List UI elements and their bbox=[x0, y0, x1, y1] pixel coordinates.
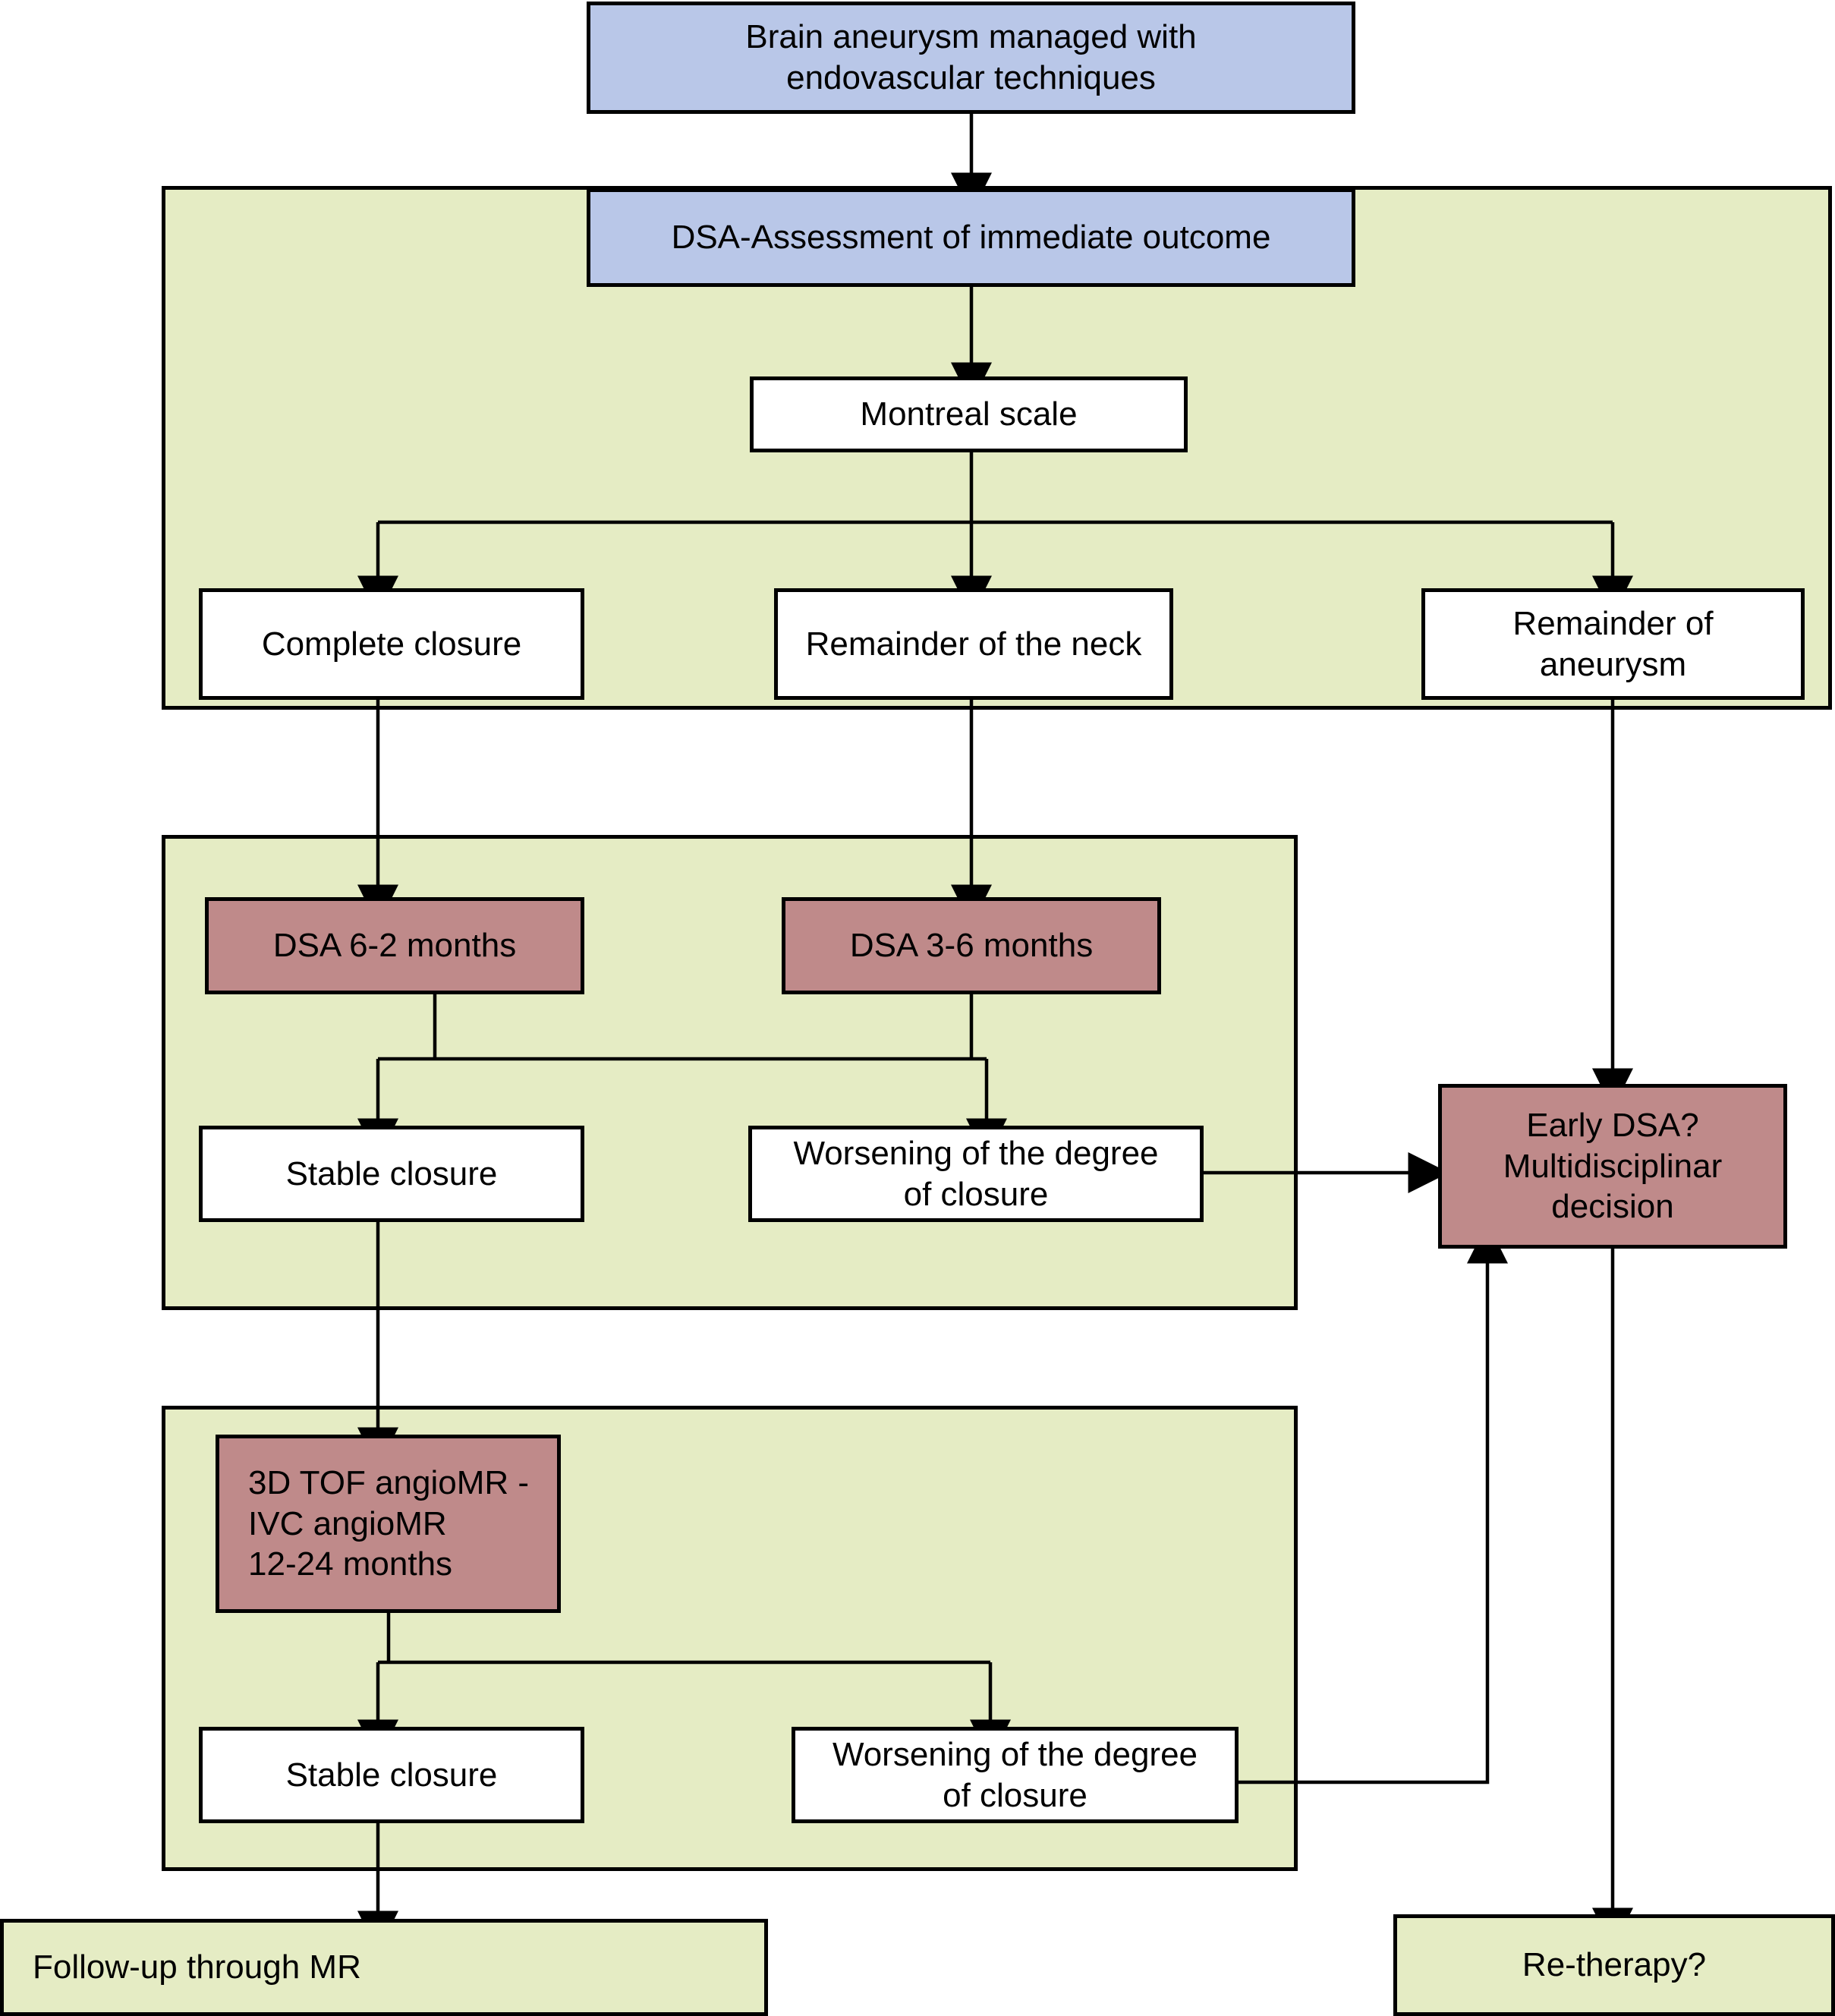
node-early-dsa-label: Early DSA? Multidisciplinar decision bbox=[1503, 1106, 1723, 1226]
node-dsa-6-2-months[interactable]: DSA 6-2 months bbox=[205, 897, 584, 994]
node-retherapy[interactable]: Re-therapy? bbox=[1393, 1914, 1835, 2016]
node-stable-closure-1-label: Stable closure bbox=[285, 1154, 498, 1192]
node-complete-closure[interactable]: Complete closure bbox=[199, 588, 584, 700]
node-worsening-2-label: Worsening of the degree of closure bbox=[832, 1735, 1198, 1814]
node-worsening-1-label: Worsening of the degree of closure bbox=[793, 1134, 1159, 1213]
node-dsa-assessment-label: DSA-Assessment of immediate outcome bbox=[671, 219, 1271, 257]
node-stable-closure-2-label: Stable closure bbox=[285, 1756, 498, 1794]
node-stable-closure-1[interactable]: Stable closure bbox=[199, 1126, 584, 1222]
node-retherapy-label: Re-therapy? bbox=[1522, 1946, 1707, 1984]
node-complete-closure-label: Complete closure bbox=[261, 625, 522, 663]
node-dsa-6-2-months-label: DSA 6-2 months bbox=[272, 927, 517, 965]
node-remainder-aneurysm-label: Remainder of aneurysm bbox=[1512, 604, 1714, 683]
node-start-label: Brain aneurysm managed with endovascular… bbox=[745, 18, 1197, 96]
node-remainder-neck[interactable]: Remainder of the neck bbox=[774, 588, 1173, 700]
node-dsa-3-6-months[interactable]: DSA 3-6 months bbox=[782, 897, 1161, 994]
node-remainder-aneurysm[interactable]: Remainder of aneurysm bbox=[1421, 588, 1805, 700]
node-worsening-2[interactable]: Worsening of the degree of closure bbox=[792, 1727, 1239, 1823]
node-dsa-3-6-months-label: DSA 3-6 months bbox=[849, 927, 1094, 965]
node-stable-closure-2[interactable]: Stable closure bbox=[199, 1727, 584, 1823]
node-montreal-scale[interactable]: Montreal scale bbox=[750, 376, 1188, 452]
node-remainder-neck-label: Remainder of the neck bbox=[805, 625, 1142, 663]
node-early-dsa[interactable]: Early DSA? Multidisciplinar decision bbox=[1438, 1084, 1787, 1249]
node-angiomr-label: 3D TOF angioMR - IVC angioMR 12-24 month… bbox=[248, 1463, 530, 1583]
node-angiomr[interactable]: 3D TOF angioMR - IVC angioMR 12-24 month… bbox=[216, 1435, 561, 1613]
node-montreal-scale-label: Montreal scale bbox=[860, 395, 1078, 433]
node-followup-mr[interactable]: Follow-up through MR bbox=[0, 1919, 768, 2016]
node-followup-mr-label: Follow-up through MR bbox=[33, 1948, 361, 1986]
node-start[interactable]: Brain aneurysm managed with endovascular… bbox=[587, 2, 1355, 114]
node-worsening-1[interactable]: Worsening of the degree of closure bbox=[748, 1126, 1204, 1222]
node-dsa-assessment[interactable]: DSA-Assessment of immediate outcome bbox=[587, 188, 1355, 287]
